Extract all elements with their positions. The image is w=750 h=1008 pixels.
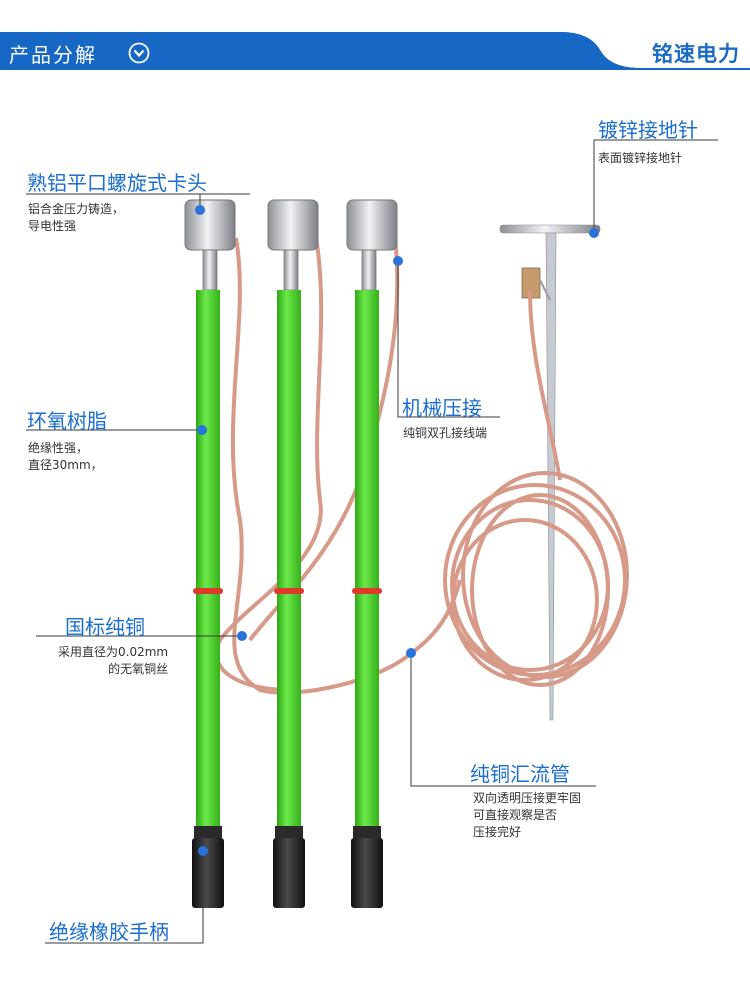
press-title: 机械压接 — [402, 396, 482, 420]
ground-pin-marker — [589, 228, 599, 238]
clamp-desc: 铝合金压力铸造，导电性强 — [28, 202, 125, 233]
clamp-title: 熟铝平口螺旋式卡头 — [27, 171, 207, 195]
pole-1 — [184, 199, 236, 908]
handle-marker — [198, 846, 208, 856]
header-background — [0, 0, 750, 72]
ground-pin-title: 镀锌接地针 — [598, 118, 698, 142]
section-title: 产品分解 — [9, 43, 97, 67]
header-bar: 产品分解 铭速电力 — [0, 0, 750, 72]
copper-title: 国标纯铜 — [65, 615, 145, 639]
pole-3 — [346, 199, 398, 908]
connecting-cables — [214, 237, 462, 695]
brand-name: 铭速电力 — [652, 42, 740, 66]
ground-pin-desc: 表面镀锌接地针 — [598, 151, 683, 165]
busbar-marker — [406, 648, 416, 658]
busbar-title: 纯铜汇流管 — [470, 762, 570, 786]
handle-title: 绝缘橡胶手柄 — [49, 920, 169, 944]
clamp-marker — [195, 205, 205, 215]
ground-pin — [499, 224, 601, 721]
grounding-poles — [184, 199, 398, 908]
pole-2 — [267, 199, 319, 908]
chevron-down-icon[interactable] — [128, 42, 150, 64]
press-desc: 纯铜双孔接线端 — [403, 426, 488, 440]
coiled-cable — [443, 289, 629, 687]
busbar-desc: 双向透明压接更牢固可直接观察是否压接完好 — [473, 791, 582, 839]
resin-desc: 绝缘性强，直径30mm， — [28, 441, 103, 472]
press-marker — [393, 256, 403, 266]
resin-marker — [197, 425, 207, 435]
resin-title: 环氧树脂 — [27, 409, 107, 433]
callout-lines — [26, 139, 718, 944]
copper-marker — [237, 631, 247, 641]
